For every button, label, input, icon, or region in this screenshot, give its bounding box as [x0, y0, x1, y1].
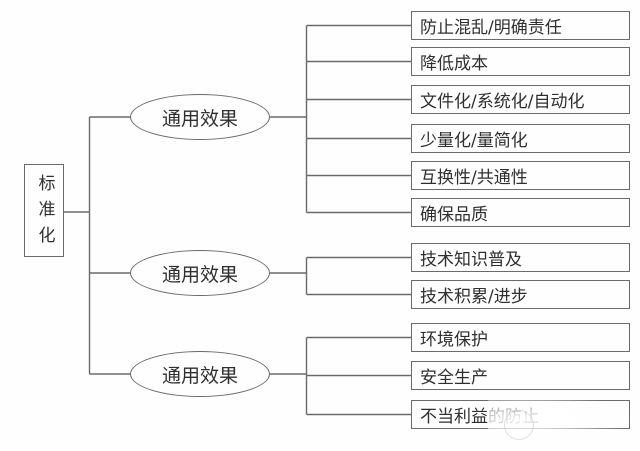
effect-box: 确保品质 [411, 198, 630, 227]
effect-box: 安全生产 [411, 361, 630, 390]
effect-box: 互换性/共通性 [411, 161, 630, 190]
effect-box-label: 不当利益的防止 [420, 407, 539, 427]
effect-box: 环境保护 [411, 323, 630, 352]
effect-box-label: 防止混乱/明确责任 [420, 18, 562, 38]
effect-box-label: 安全生产 [420, 368, 488, 388]
effect-box: 技术知识普及 [411, 243, 630, 272]
effect-box-label: 确保品质 [420, 205, 488, 225]
effect-box-label: 降低成本 [420, 54, 488, 74]
category-ellipse-1: 通用效果 [130, 94, 270, 140]
category-ellipse-2: 通用效果 [130, 250, 270, 296]
effect-box-label: 技术知识普及 [420, 250, 522, 270]
effect-box-label: 少量化/量简化 [420, 131, 528, 151]
effect-box: 技术积累/进步 [411, 280, 630, 309]
category-ellipse-3: 通用效果 [130, 351, 270, 397]
root-node-label: 标准化 [34, 173, 55, 252]
root-node: 标准化 [24, 164, 64, 257]
effect-box-label: 文件化/系统化/自动化 [420, 92, 585, 112]
effect-box: 少量化/量简化 [411, 124, 630, 153]
category-ellipse-label: 通用效果 [161, 107, 238, 130]
effect-box: 防止混乱/明确责任 [411, 11, 630, 40]
effect-box: 不当利益的防止 [411, 400, 630, 429]
effect-box: 降低成本 [411, 47, 630, 76]
category-ellipse-label: 通用效果 [161, 263, 238, 286]
effect-box-label: 技术积累/进步 [420, 287, 528, 307]
category-ellipse-label: 通用效果 [161, 364, 238, 387]
effect-box-label: 互换性/共通性 [420, 168, 528, 188]
effect-box: 文件化/系统化/自动化 [411, 85, 630, 114]
effect-box-label: 环境保护 [420, 330, 488, 350]
